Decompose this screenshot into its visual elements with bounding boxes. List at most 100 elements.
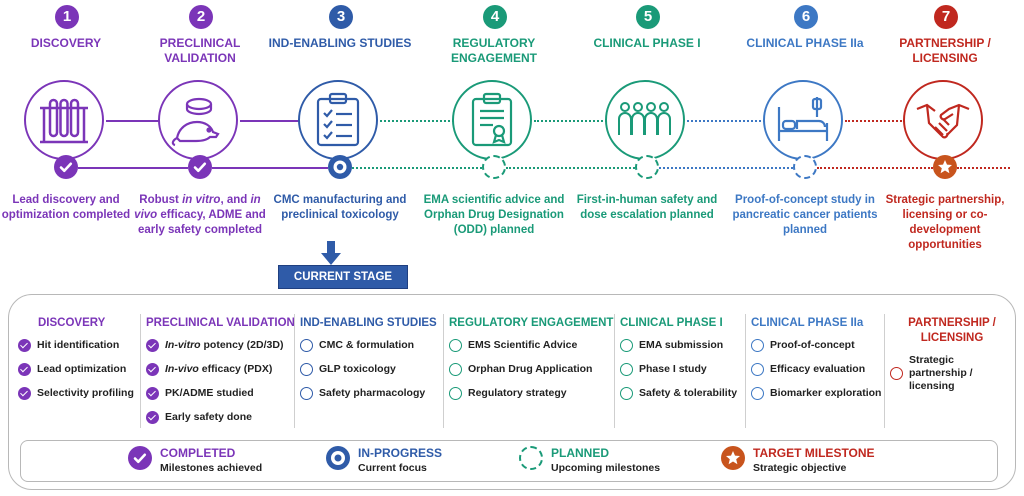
- legend-subtitle: Strategic objective: [753, 462, 847, 474]
- stage-description: Proof-of-concept study in pancreatic can…: [732, 194, 878, 236]
- panel-column-title: DISCOVERY: [38, 317, 106, 329]
- panel-list-item-text: Early safety done: [165, 411, 252, 423]
- legend-subtitle: Upcoming milestones: [551, 462, 661, 474]
- panel-list-item-text: In-vivo efficacy (PDX): [165, 363, 273, 375]
- column-divider: [140, 314, 141, 428]
- panel-column-title: PARTNERSHIP / LICENSING: [908, 317, 996, 344]
- handshake-icon: [903, 80, 983, 160]
- column-divider: [294, 314, 295, 428]
- icon-connector: [845, 120, 905, 122]
- icon-connector: [380, 120, 454, 122]
- stage-description: Strategic partnership, licensing or co-d…: [885, 194, 1005, 251]
- marker-connector-tail: [957, 167, 1010, 169]
- stage-details-panel: [8, 294, 1016, 490]
- check-circle-icon: [128, 446, 152, 470]
- panel-list-item: Regulatory strategy: [449, 387, 614, 400]
- icon-connector: [106, 120, 160, 122]
- circle-bullet-icon: [620, 339, 633, 352]
- marker-connector: [659, 167, 793, 169]
- icon-connector: [534, 120, 607, 122]
- stage-number-badge: 1: [55, 5, 79, 29]
- panel-list-item: EMA submission: [620, 339, 745, 352]
- panel-list-item: Strategic partnership / licensing: [890, 354, 1014, 393]
- panel-column-title: PRECLINICAL VALIDATION: [146, 317, 295, 329]
- panel-list-item-text: Regulatory strategy: [468, 387, 567, 399]
- mouse-icon: [158, 80, 238, 160]
- legend-title: PLANNED: [551, 446, 610, 460]
- panel-list-item: In-vivo efficacy (PDX): [146, 363, 296, 376]
- panel-column-title: CLINICAL PHASE I: [620, 317, 723, 329]
- check-bullet-icon: [146, 339, 159, 352]
- certificate-icon: [452, 80, 532, 160]
- panel-list-item: PK/ADME studied: [146, 387, 296, 400]
- planned-marker-icon: [793, 155, 817, 179]
- stage-description: CMC manufacturing and preclinical toxico…: [273, 194, 407, 221]
- stage-name: REGULATORY ENGAGEMENT: [450, 36, 537, 65]
- panel-column-2: PRECLINICAL VALIDATION In-vitro potency (…: [146, 316, 296, 435]
- panel-list-item: Safety pharmacology: [300, 387, 445, 400]
- legend-title: IN-PROGRESS: [358, 446, 443, 460]
- circle-bullet-icon: [300, 363, 313, 376]
- marker-connector: [506, 167, 635, 169]
- stage-number-badge: 6: [794, 5, 818, 29]
- stage-name: PARTNERSHIP / LICENSING: [899, 36, 991, 65]
- panel-list-item: In-vitro potency (2D/3D): [146, 339, 296, 352]
- stage-name: CLINICAL PHASE IIa: [746, 36, 864, 50]
- legend-title: TARGET MILESTONE: [753, 446, 875, 460]
- column-divider: [884, 314, 885, 428]
- stage-number-badge: 3: [329, 5, 353, 29]
- stage-description: Lead discovery and optimization complete…: [1, 194, 131, 221]
- panel-list-item-text: Selectivity profiling: [37, 387, 134, 399]
- check-marker-icon: [188, 155, 212, 179]
- panel-list-item-text: Efficacy evaluation: [770, 363, 866, 375]
- panel-list-item: Hit identification: [18, 339, 136, 352]
- check-marker-icon: [54, 155, 78, 179]
- check-bullet-icon: [146, 387, 159, 400]
- panel-column-4: REGULATORY ENGAGEMENT EMS Scientific Advi…: [449, 316, 614, 411]
- circle-bullet-icon: [620, 363, 633, 376]
- check-bullet-icon: [18, 363, 31, 376]
- current-stage-label: CURRENT STAGE: [278, 265, 408, 289]
- marker-connector: [352, 167, 482, 169]
- stage-description: Robust in vitro, and in vivo efficacy, A…: [134, 194, 266, 236]
- panel-list-item-text: In-vitro potency (2D/3D): [165, 339, 284, 351]
- panel-column-7: PARTNERSHIP / LICENSING Strategic partner…: [890, 316, 1014, 404]
- legend-title: COMPLETED: [160, 446, 236, 460]
- panel-list-item-text: Lead optimization: [37, 363, 127, 375]
- ring-icon: [326, 446, 350, 470]
- panel-list-item: EMS Scientific Advice: [449, 339, 614, 352]
- stage-number-badge: 7: [934, 5, 958, 29]
- panel-list-item: Early safety done: [146, 411, 296, 424]
- column-divider: [614, 314, 615, 428]
- icon-connector: [240, 120, 300, 122]
- circle-bullet-icon: [751, 387, 764, 400]
- dashed-circle-icon: [519, 446, 543, 470]
- panel-list-item-text: Strategic partnership / licensing: [909, 354, 973, 392]
- panel-column-title: CLINICAL PHASE IIa: [751, 317, 864, 329]
- checklist-icon: [298, 80, 378, 160]
- circle-bullet-icon: [300, 387, 313, 400]
- star-icon: [721, 446, 745, 470]
- stage-description: EMA scientific advice and Orphan Drug De…: [423, 194, 565, 236]
- panel-list-item-text: Safety pharmacology: [319, 387, 426, 399]
- panel-column-title: REGULATORY ENGAGEMENT: [449, 317, 614, 329]
- check-bullet-icon: [146, 363, 159, 376]
- panel-list-item-text: PK/ADME studied: [165, 387, 254, 399]
- stage-name: DISCOVERY: [30, 36, 102, 50]
- panel-list-item: CMC & formulation: [300, 339, 445, 352]
- panel-list-item-text: Proof-of-concept: [770, 339, 855, 351]
- panel-list-item-text: Safety & tolerability: [639, 387, 738, 399]
- panel-list-item-text: CMC & formulation: [319, 339, 415, 351]
- stage-name: PRECLINICAL VALIDATION: [159, 36, 241, 65]
- panel-list-item: GLP toxicology: [300, 363, 445, 376]
- check-bullet-icon: [146, 411, 159, 424]
- panel-list-item-text: EMS Scientific Advice: [468, 339, 578, 351]
- circle-bullet-icon: [890, 367, 903, 380]
- circle-bullet-icon: [449, 363, 462, 376]
- test-tubes-icon: [24, 80, 104, 160]
- circle-bullet-icon: [449, 387, 462, 400]
- circle-bullet-icon: [751, 339, 764, 352]
- hospital-bed-icon: [763, 80, 843, 160]
